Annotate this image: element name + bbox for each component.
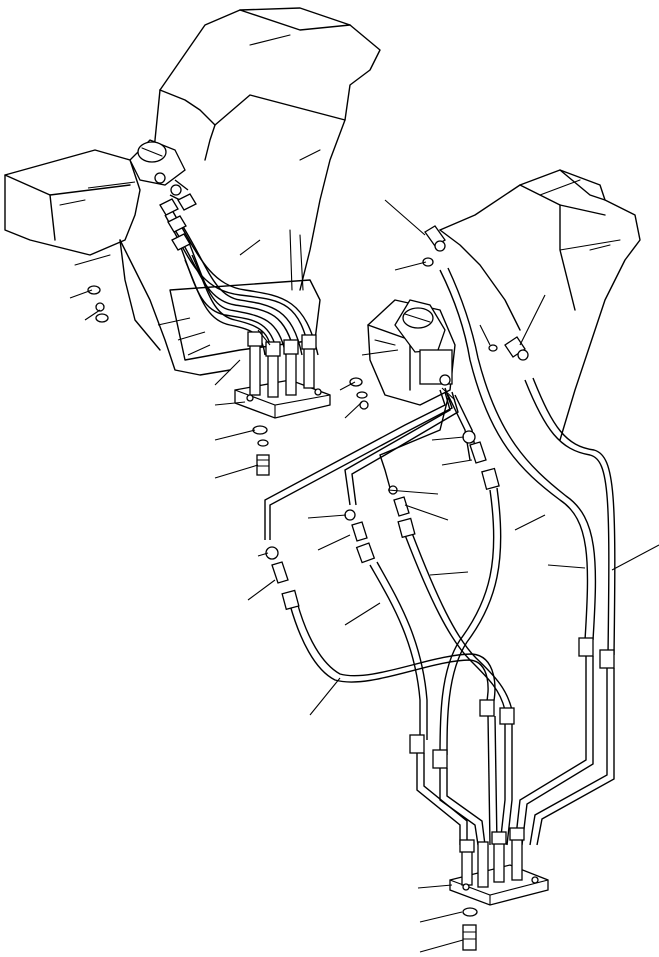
left-console-frame [4,7,381,376]
lower-tubes [416,656,615,846]
right-top-fittings [422,225,529,361]
pilot-tubes [264,267,616,756]
hose-fittings [265,430,615,769]
right-console-frame [367,169,641,441]
left-hose-bundle [159,179,319,356]
right-small-parts [349,377,369,410]
callout-leaders [69,181,659,953]
left-manifold [234,331,331,419]
left-small-parts [87,285,270,476]
left-pilot-valve [129,139,186,196]
bottom-manifold [449,827,549,951]
right-pilot-valve [394,299,453,386]
